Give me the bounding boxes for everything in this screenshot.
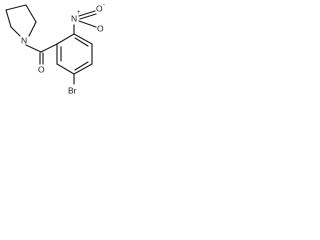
atom-label-carbonyl-o: O: [38, 64, 45, 74]
bond-ring-inner-c2-c3: [74, 37, 89, 47]
bond-ring-c2-c3: [73, 33, 93, 45]
charge-minus: -: [103, 2, 105, 8]
bond-carbonyl-to-ring: [40, 43, 58, 53]
atom-label-nitro-o-upper: O: [96, 3, 103, 13]
pyrrolidine-ring: [5, 4, 37, 37]
bond-pyrrolidine-n-c3: [28, 21, 37, 37]
bond-nitro-single: [78, 20, 97, 28]
atom-label-pyrrolidine-n: N: [21, 35, 27, 45]
atom-label-nitro-n: N: [71, 13, 77, 23]
atom-label-bromine: Br: [68, 85, 77, 95]
bond-pyrrolidine-c3-c4: [25, 4, 37, 23]
bond-ring-c1-c2: [56, 33, 75, 45]
bond-nitro-double-a: [78, 10, 96, 17]
bond-nitro-double-b: [79, 13, 97, 20]
bond-ring-inner-c4-c5: [74, 61, 89, 71]
bond-ring-c4-c5: [73, 63, 93, 75]
benzene-ring: [56, 33, 93, 75]
chemical-structure-drawing: N O N + O - O Br: [5, 2, 105, 95]
atom-label-nitro-o-lower: O: [97, 23, 104, 33]
bond-n-carbonyl-carbon: [25, 44, 42, 53]
charge-plus: +: [77, 10, 81, 16]
bond-ring-c5-c6: [56, 63, 75, 75]
bond-pyrrolidine-c4-c1: [5, 4, 27, 11]
bond-pyrrolidine-c1-c2: [5, 9, 12, 28]
bond-pyrrolidine-c2-n: [10, 26, 21, 37]
